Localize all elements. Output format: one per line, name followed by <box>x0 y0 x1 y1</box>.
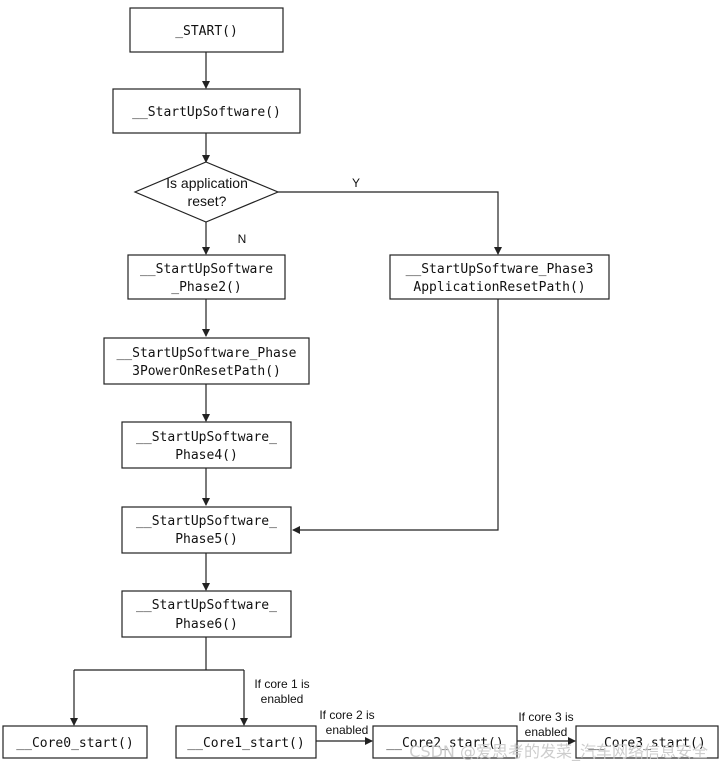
node-phase6-line2: Phase6() <box>175 617 238 632</box>
edge-label-core3-line1: If core 3 is <box>518 710 573 724</box>
edge-label-core2-line2: enabled <box>326 723 369 737</box>
decision-label-line2: reset? <box>188 193 227 209</box>
node-phase5: __StartUpSoftware_ Phase5() <box>121 506 292 554</box>
node-core1: __Core1_start() <box>175 725 317 759</box>
node-phase3-power-line2: 3PowerOnResetPath() <box>132 364 281 379</box>
edge-label-core2-line1: If core 2 is <box>319 708 374 722</box>
edge-label-core3-line2: enabled <box>525 725 568 739</box>
edge-decision-yes <box>278 191 502 255</box>
node-phase2: __StartUpSoftware _Phase2() <box>127 254 286 300</box>
watermark-text: CSDN @爱思考的发菜_汽车网络信息安全 <box>409 742 708 762</box>
node-phase4-line2: Phase4() <box>175 448 238 463</box>
node-phase2-line2: _Phase2() <box>171 280 241 295</box>
edge-label-yes: Y <box>352 176 360 190</box>
node-startup-software-label: __StartUpSoftware() <box>132 105 281 120</box>
decision-label-line1: Is application <box>166 175 248 191</box>
node-phase3-application-reset: __StartUpSoftware_Phase3 ApplicationRese… <box>389 254 610 300</box>
node-core3-label: __Core3_start() <box>588 736 705 751</box>
node-core3: __Core3_start() <box>575 725 719 759</box>
connectors <box>70 52 576 745</box>
node-start-label: _START() <box>175 24 238 39</box>
node-phase6: __StartUpSoftware_ Phase6() <box>121 590 292 638</box>
node-phase3-power-line1: __StartUpSoftware_Phase <box>116 346 296 361</box>
edge-label-no: N <box>238 232 247 246</box>
node-phase2-line1: __StartUpSoftware <box>140 262 273 277</box>
node-core0: __Core0_start() <box>2 725 148 759</box>
node-phase5-line1: __StartUpSoftware_ <box>136 514 277 529</box>
edge-appreset-to-phase5 <box>292 299 499 534</box>
node-start: _START() <box>129 7 284 53</box>
node-phase3-power-on-reset: __StartUpSoftware_Phase 3PowerOnResetPat… <box>103 337 310 385</box>
node-phase5-line2: Phase5() <box>175 532 238 547</box>
node-core2-label: __Core2_start() <box>386 736 503 751</box>
edge-label-core1-line1: If core 1 is <box>254 677 309 691</box>
node-phase4: __StartUpSoftware_ Phase4() <box>121 421 292 469</box>
node-startup-software: __StartUpSoftware() <box>112 88 301 134</box>
edge-label-core1-line2: enabled <box>261 692 304 706</box>
node-phase3-app-line2: ApplicationResetPath() <box>413 280 585 295</box>
node-core2: __Core2_start() <box>372 725 518 759</box>
node-phase3-app-line1: __StartUpSoftware_Phase3 <box>406 262 594 277</box>
node-core0-label: __Core0_start() <box>16 736 133 751</box>
node-phase4-line1: __StartUpSoftware_ <box>136 430 277 445</box>
decision-application-reset: Is application reset? <box>133 161 280 223</box>
node-core1-label: __Core1_start() <box>187 736 304 751</box>
node-phase6-line1: __StartUpSoftware_ <box>136 598 277 613</box>
